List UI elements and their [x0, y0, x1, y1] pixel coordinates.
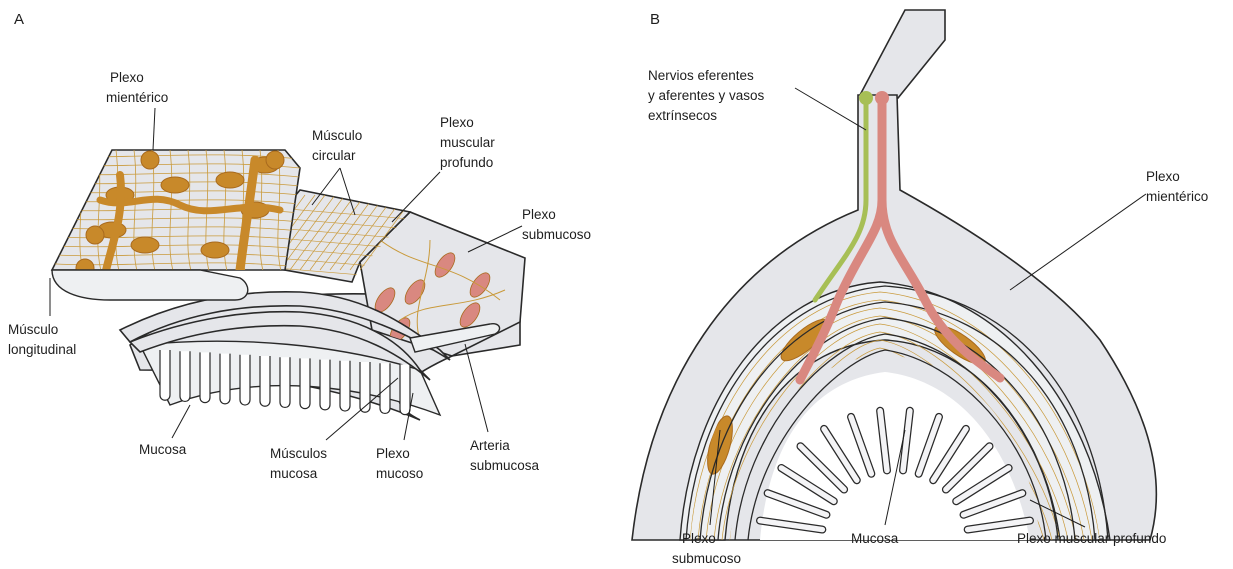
label-b-deep: Plexo muscular profundo [1017, 531, 1166, 546]
label-a-sub-2: submucoso [522, 227, 591, 242]
mucosa-villus [280, 357, 290, 407]
label-a-myenteric-1: Plexo [110, 70, 144, 85]
mucosa-villus [260, 356, 270, 406]
myenteric-node [86, 226, 104, 244]
mucosa-villus [220, 354, 230, 404]
label-b-nerves-1: Nervios eferentes [648, 68, 754, 83]
label-a-circular-2: circular [312, 148, 356, 163]
label-a-long-2: longitudinal [8, 342, 76, 357]
label-b-nerves-2: y aferentes y vasos [648, 88, 765, 103]
mucosa-villus [360, 362, 370, 412]
myenteric-ganglion [216, 172, 244, 188]
label-a-deep-1: Plexo [440, 115, 474, 130]
mucosa-villus [300, 358, 310, 408]
label-a-deep-2: muscular [440, 135, 495, 150]
panel-b-letter: B [650, 11, 660, 28]
label-a-artery-1: Arteria [470, 438, 510, 453]
mucosa-villus [160, 350, 170, 400]
panel-a-sheet-fold [52, 270, 248, 300]
mucosa-villus [400, 364, 410, 414]
label-a-mucplex-2: mucoso [376, 466, 423, 481]
label-b-sub-2: submucoso [672, 551, 741, 566]
myenteric-ganglion [201, 242, 229, 258]
panel-a-letter: A [14, 11, 24, 28]
label-a-mm-1: Músculos [270, 446, 327, 461]
myenteric-node [266, 151, 284, 169]
panel-a-diagram: A [14, 11, 525, 420]
myenteric-ganglion [161, 177, 189, 193]
label-b-sub-1: Plexo [682, 531, 716, 546]
label-b-mucosa: Mucosa [851, 531, 899, 546]
myenteric-node [141, 151, 159, 169]
label-b-myenteric-2: mientérico [1146, 189, 1208, 204]
label-a-mm-2: mucosa [270, 466, 318, 481]
mucosa-villus [340, 361, 350, 411]
label-a-circular-1: Músculo [312, 128, 362, 143]
myenteric-ganglion [131, 237, 159, 253]
panel-b-back-flap [860, 10, 945, 98]
label-a-artery-2: submucosa [470, 458, 540, 473]
mucosa-villus [320, 360, 330, 410]
mucosa-villus [180, 351, 190, 401]
label-b-nerves-3: extrínsecos [648, 108, 717, 123]
label-a-mucplex-1: Plexo [376, 446, 410, 461]
label-a-long-1: Músculo [8, 322, 58, 337]
label-a-deep-3: profundo [440, 155, 493, 170]
label-a-mucosa: Mucosa [139, 442, 187, 457]
mucosa-villus [380, 363, 390, 413]
mucosa-villus [240, 355, 250, 405]
label-a-myenteric-2: mientérico [106, 90, 168, 105]
label-a-sub-1: Plexo [522, 207, 556, 222]
label-b-myenteric-1: Plexo [1146, 169, 1180, 184]
mucosa-villus [200, 352, 210, 402]
